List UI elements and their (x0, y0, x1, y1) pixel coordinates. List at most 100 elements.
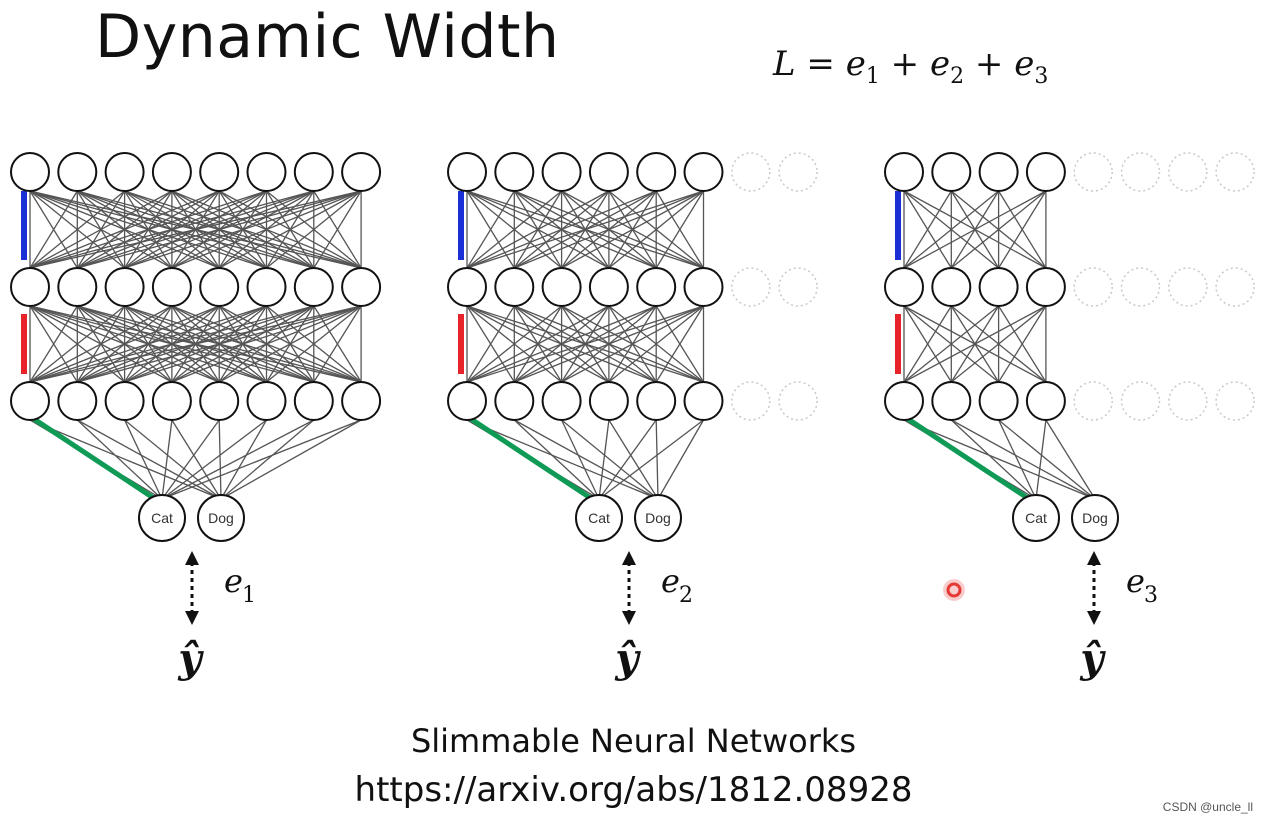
connection-line (29, 190, 173, 269)
inactive-neuron (731, 381, 771, 421)
pointer-dot (946, 582, 962, 598)
plus-sign: + (890, 44, 920, 84)
plus-sign: + (974, 44, 1004, 84)
connection-line (608, 419, 659, 500)
connection-line (466, 190, 657, 269)
connection-line (655, 190, 705, 269)
inactive-neuron (778, 267, 818, 307)
term-e: e (1014, 44, 1035, 84)
arrow-head-up (622, 551, 636, 565)
target-yhat: ŷ (1079, 635, 1106, 682)
connection-line (1035, 419, 1047, 500)
connection-line (466, 190, 704, 269)
neuron (151, 267, 192, 307)
connection-line (466, 190, 515, 269)
connection-line (561, 305, 704, 383)
neuron (978, 152, 1019, 192)
neuron (293, 381, 334, 421)
neuron (884, 267, 924, 307)
connection-line (1045, 419, 1096, 500)
connection-line (466, 190, 610, 269)
neuron (636, 267, 677, 307)
neuron (341, 152, 382, 192)
arrow-head-down (1087, 611, 1101, 625)
neuron (1025, 267, 1066, 307)
output-label-cat: Cat (1025, 510, 1047, 526)
inactive-neuron (731, 152, 771, 192)
neuron (588, 381, 629, 421)
term-sub: 3 (1034, 63, 1049, 89)
neuron (494, 381, 535, 421)
term-e: e (929, 44, 951, 84)
arrow-head-down (185, 611, 199, 625)
connection-line (29, 190, 220, 269)
connection-line (77, 190, 362, 269)
connection-line (29, 305, 362, 383)
neuron (541, 152, 582, 192)
output-label-dog: Dog (645, 510, 671, 526)
connection-line (171, 190, 362, 269)
connection-line (124, 419, 222, 500)
connection-line (657, 419, 705, 500)
neuron (636, 152, 677, 192)
inactive-neuron (1073, 381, 1113, 421)
error-label: e (224, 562, 243, 600)
connection-line (29, 190, 362, 269)
connection-line (29, 305, 314, 383)
connection-line (220, 419, 362, 500)
neuron (541, 381, 582, 421)
connection-line (29, 305, 220, 383)
connection-line (29, 305, 126, 383)
neuron (1025, 381, 1066, 421)
connection-line (998, 419, 1096, 500)
connection-line (561, 190, 704, 269)
neuron (884, 152, 924, 192)
output-neuron (138, 494, 186, 542)
inactive-neuron (1120, 267, 1161, 307)
connection-line (998, 190, 1047, 269)
output-neuron (197, 494, 245, 542)
output-neuron (575, 494, 623, 542)
connection-line (598, 419, 657, 500)
arrow-head-up (185, 551, 199, 565)
output-highlight (906, 416, 1034, 504)
inactive-neuron (1215, 381, 1255, 421)
error-sub: 3 (1144, 583, 1158, 608)
neuron (57, 152, 98, 192)
loss-formula: L = e1 + e2 + e3 (773, 44, 1048, 89)
connection-line (29, 190, 267, 269)
neuron (246, 267, 287, 307)
neuron (683, 267, 724, 307)
connection-line (903, 190, 1000, 269)
output-highlight (32, 416, 160, 504)
output-neuron (634, 494, 682, 542)
neuron (447, 381, 487, 421)
neuron (494, 152, 535, 192)
connection-line (29, 305, 78, 383)
connection-line (514, 190, 704, 269)
inactive-neuron (1073, 267, 1113, 307)
term-sub: 2 (950, 63, 965, 89)
connection-line (561, 419, 659, 500)
connection-line (161, 419, 267, 500)
inactive-neuron (1120, 152, 1161, 192)
output-label-dog: Dog (208, 510, 234, 526)
neuron (57, 267, 98, 307)
neuron (931, 152, 972, 192)
connection-line (950, 419, 1096, 500)
neuron (246, 152, 287, 192)
connection-line (266, 190, 362, 269)
neuron (978, 381, 1019, 421)
neuron (978, 267, 1019, 307)
neuron (151, 152, 192, 192)
neuron (199, 267, 240, 307)
arrow-head-down (622, 611, 636, 625)
paper-link[interactable]: https://arxiv.org/abs/1812.08928 (354, 770, 913, 810)
pointer-glow (943, 579, 965, 601)
output-label-cat: Cat (151, 510, 173, 526)
neuron (10, 152, 50, 192)
connection-line (29, 419, 222, 500)
neuron (636, 381, 677, 421)
